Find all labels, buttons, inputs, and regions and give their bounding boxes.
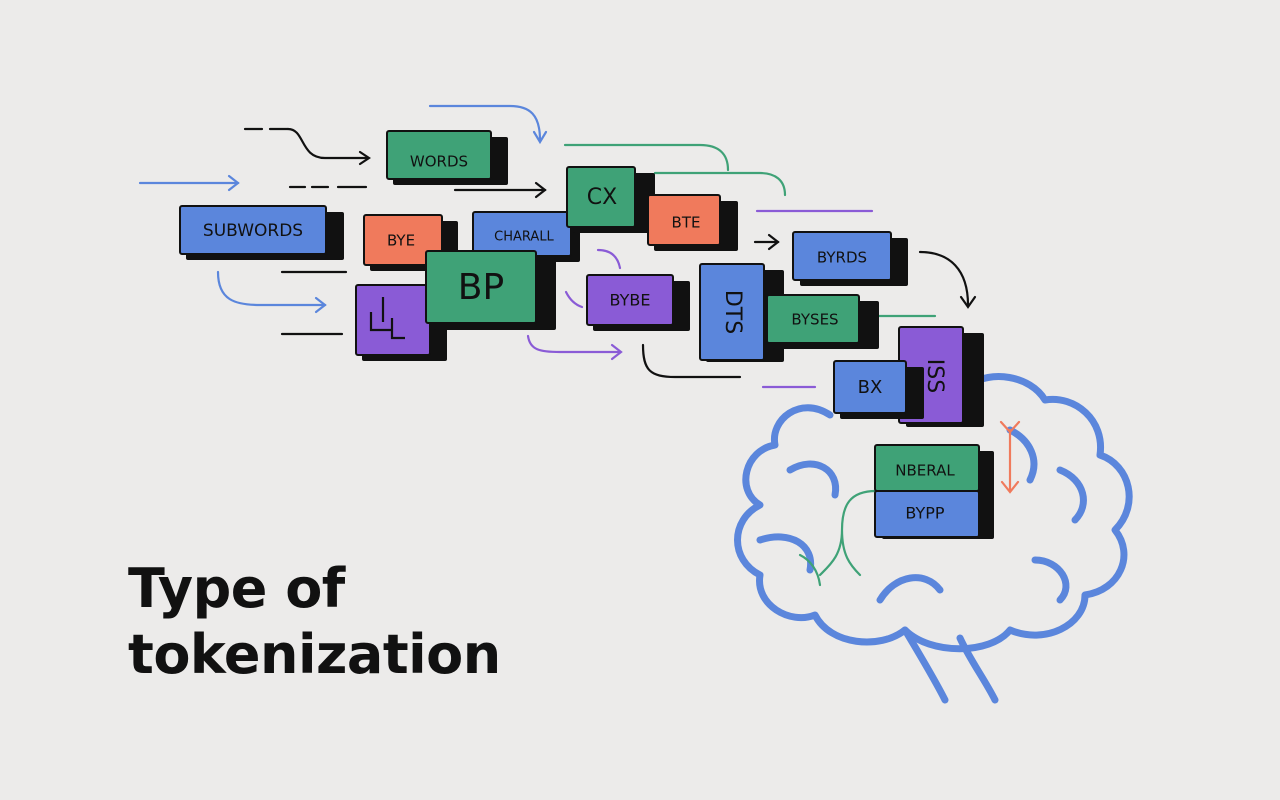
token-label: DTS bbox=[720, 290, 745, 334]
token-label: BYBE bbox=[610, 291, 651, 310]
token-label: BYRDS bbox=[817, 249, 867, 267]
token-label: CHARALL bbox=[494, 230, 554, 245]
token-bypp-label: BYPP bbox=[905, 504, 945, 523]
token-byses: BYSES bbox=[766, 294, 879, 349]
flow-lines bbox=[138, 104, 1021, 587]
token-label: CX bbox=[587, 185, 617, 210]
token-label: BYSES bbox=[791, 311, 838, 329]
token-label: BX bbox=[858, 377, 883, 398]
brain-icon bbox=[734, 373, 1133, 704]
token-byrds: BYRDS bbox=[792, 231, 908, 286]
title-line-2: tokenization bbox=[128, 623, 501, 686]
token-nberal-label: NBERAL bbox=[895, 462, 955, 480]
token-label: BYE bbox=[387, 232, 415, 250]
token-label: ISS bbox=[922, 359, 947, 393]
page-title: Type of tokenization bbox=[128, 556, 501, 688]
token-iss: ISS bbox=[898, 326, 984, 427]
token-label: BTE bbox=[672, 214, 701, 232]
token-bx: BX bbox=[833, 360, 924, 419]
token-subwords: SUBWORDS bbox=[179, 205, 344, 260]
token-dts: DTS bbox=[699, 263, 784, 362]
title-line-1: Type of bbox=[128, 557, 345, 620]
token-purple-glyph: LT bbox=[355, 284, 447, 361]
token-stack: NBERAL BYPP bbox=[874, 444, 994, 539]
token-label: WORDS bbox=[410, 153, 468, 171]
glyph-icon bbox=[369, 297, 405, 340]
token-bp: BP bbox=[425, 250, 556, 330]
token-cx: CX bbox=[566, 166, 655, 233]
token-words: WORDS bbox=[386, 130, 508, 185]
token-label: SUBWORDS bbox=[203, 221, 303, 241]
token-bybe: BYBE bbox=[586, 274, 690, 331]
token-label: BP bbox=[458, 267, 504, 308]
token-bte: BTE bbox=[647, 194, 738, 251]
